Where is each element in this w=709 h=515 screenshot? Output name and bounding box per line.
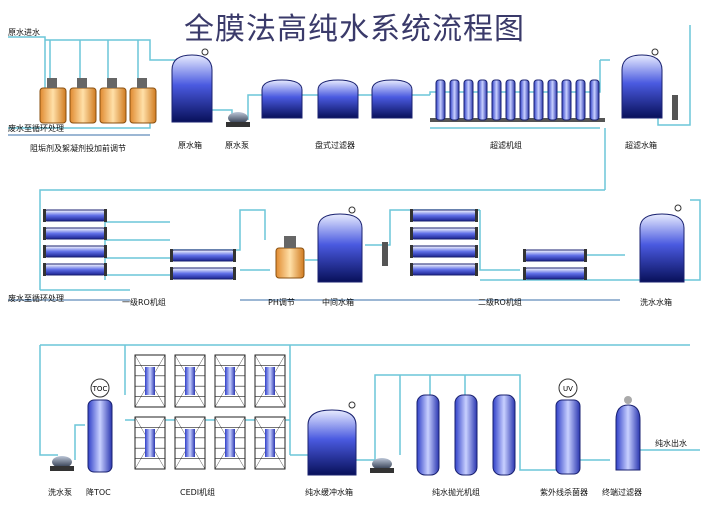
- label-pure-tank: 纯水缓冲水箱: [305, 488, 353, 497]
- uf-membrane: [547, 79, 558, 121]
- label-reflux-2: 废水至循环处理: [8, 294, 64, 303]
- cedi-module: [174, 416, 206, 470]
- raw-water-pump: [226, 112, 250, 127]
- diagram-title: 全膜法高纯水系统流程图: [184, 12, 525, 47]
- label-wash-tank: 洗水水箱: [640, 298, 672, 307]
- pressure-vessel: [44, 245, 106, 258]
- pressure-vessel: [524, 249, 586, 262]
- uf-membrane-bank: [430, 79, 605, 122]
- drain-lines: [8, 134, 620, 301]
- cedi-module: [134, 416, 166, 470]
- pure-water-buffer-tank: [307, 401, 357, 476]
- dosing-tank: [129, 78, 157, 124]
- label-mid-tank: 中间水箱: [322, 298, 354, 307]
- label-disc-filter: 盘式过滤器: [315, 141, 355, 150]
- cedi-module: [214, 416, 246, 470]
- uf-membrane: [435, 79, 446, 121]
- cedi-module: [214, 354, 246, 408]
- wash-pump: [50, 456, 74, 471]
- uf-membrane: [477, 79, 488, 121]
- ph-dosing-tank: [275, 236, 305, 279]
- uf-membrane: [491, 79, 502, 121]
- wash-water-tank: [639, 204, 685, 283]
- ro2-membrane-bank: [410, 209, 478, 276]
- filter-vessel: [371, 79, 413, 119]
- label-dosing: 阻垢剂及絮凝剂投加前调节: [30, 144, 126, 153]
- pressure-vessel: [44, 209, 106, 222]
- ro1-membrane-bank: [43, 209, 107, 276]
- filter-vessel: [317, 79, 359, 119]
- polishing-columns: [416, 394, 516, 476]
- pressure-vessel: [411, 263, 477, 276]
- filter-vessel: [261, 79, 303, 119]
- uf-membrane: [505, 79, 516, 121]
- uf-membrane: [533, 79, 544, 121]
- cedi-module-bank: [134, 354, 286, 470]
- label-reflux-1: 废水至循环处理: [8, 124, 64, 133]
- uv-sterilizer: [555, 378, 581, 475]
- uf-membrane: [589, 79, 600, 121]
- label-uf-tank: 超滤水箱: [625, 141, 657, 150]
- terminal-filter: [615, 396, 641, 471]
- uf-membrane: [561, 79, 572, 121]
- pressure-vessel: [524, 267, 586, 280]
- uf-membrane: [449, 79, 460, 121]
- label-ro1: 一级RO机组: [122, 298, 166, 307]
- uv-badge: UV: [563, 385, 573, 393]
- label-polish: 纯水抛光机组: [432, 488, 480, 497]
- label-pure-out: 纯水出水: [655, 439, 687, 448]
- dosing-tank: [69, 78, 97, 124]
- label-raw-pump: 原水泵: [225, 141, 249, 150]
- pressure-vessel: [411, 245, 477, 258]
- dosing-tank: [39, 78, 67, 124]
- pressure-vessel: [411, 209, 477, 222]
- label-ro2: 二级RO机组: [478, 298, 522, 307]
- label-raw-tank: 原水箱: [178, 141, 202, 150]
- uf-membrane: [575, 79, 586, 121]
- cedi-module: [254, 354, 286, 408]
- pressure-vessel: [411, 227, 477, 240]
- label-cedi: CEDI机组: [180, 488, 216, 497]
- label-uv: 紫外线杀菌器: [540, 488, 588, 497]
- dosing-tank: [99, 78, 127, 124]
- label-raw-inlet: 原水进水: [8, 28, 40, 37]
- toc-reducer: [87, 378, 113, 473]
- pressure-vessel: [44, 227, 106, 240]
- label-ph: PH调节: [268, 298, 295, 307]
- ro1-secondary-bank: [170, 249, 236, 280]
- uf-membrane: [463, 79, 474, 121]
- pressure-vessel: [44, 263, 106, 276]
- pressure-vessel: [171, 249, 235, 262]
- intermediate-tank: [317, 206, 388, 283]
- cedi-module: [174, 354, 206, 408]
- pressure-vessel: [171, 267, 235, 280]
- label-final-filter: 终端过滤器: [602, 488, 642, 497]
- uf-water-tank: [621, 48, 678, 120]
- label-wash-pump: 洗水泵: [48, 488, 72, 497]
- uf-membrane: [519, 79, 530, 121]
- dosing-tanks: [39, 78, 157, 124]
- cedi-module: [134, 354, 166, 408]
- disc-filters: [261, 79, 413, 119]
- label-uf-unit: 超滤机组: [490, 141, 522, 150]
- toc-badge: TOC: [92, 385, 108, 393]
- ro2-secondary-bank: [523, 249, 587, 280]
- pure-water-pump: [370, 458, 394, 473]
- raw-water-tank: [171, 48, 213, 123]
- label-toc: 降TOC: [86, 488, 111, 497]
- cedi-module: [254, 416, 286, 470]
